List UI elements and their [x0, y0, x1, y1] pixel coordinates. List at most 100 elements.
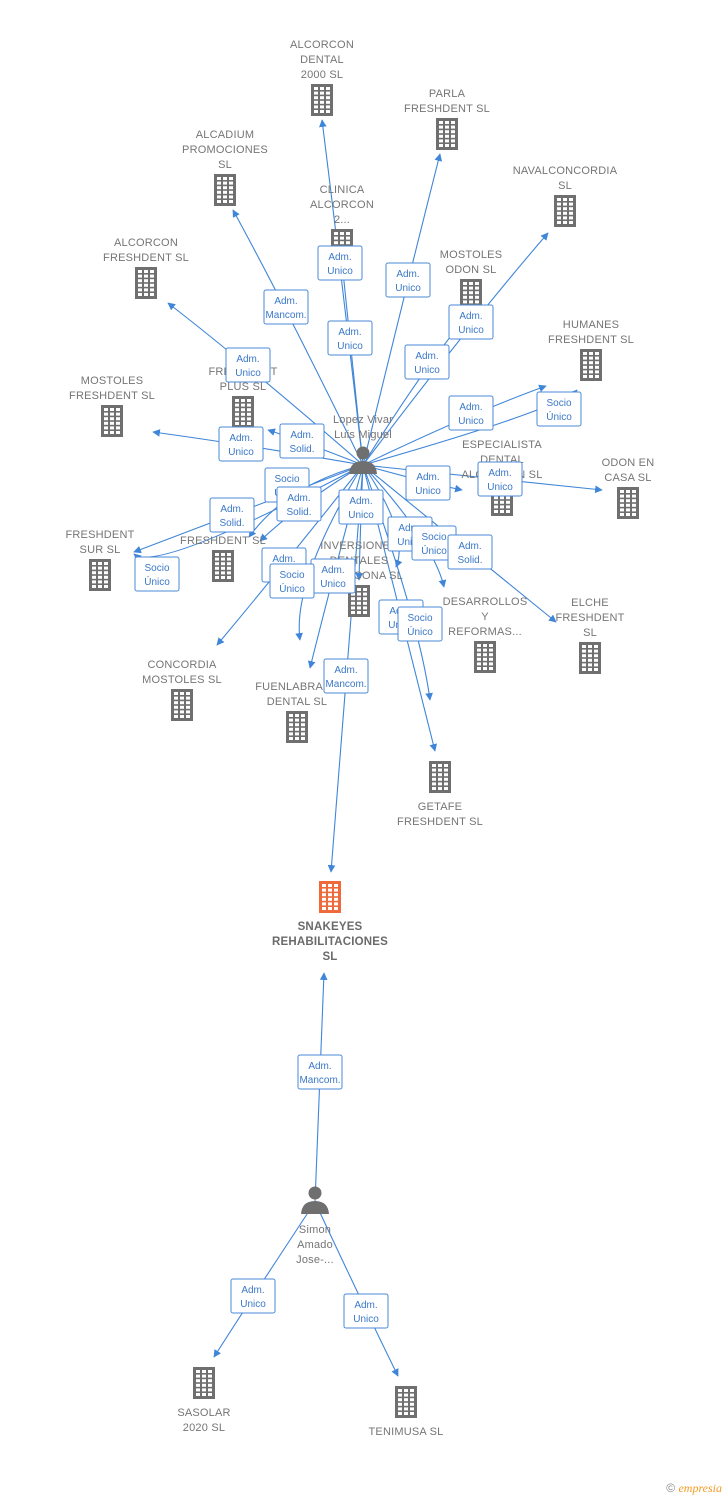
- edge-role-text: Unico: [235, 368, 261, 379]
- edge-role-text: Adm.: [272, 554, 295, 565]
- person-icon: [349, 446, 377, 474]
- edge-role-text: Unico: [240, 1299, 266, 1310]
- node-label: DENTAL: [300, 54, 344, 66]
- edge-role-label[interactable]: Adm.Unico: [404, 344, 450, 380]
- edge-role-label[interactable]: Adm.Solid.: [209, 497, 255, 533]
- edge-role-text: Solid.: [289, 444, 314, 455]
- company-node[interactable]: TENIMUSA SL: [369, 1386, 444, 1438]
- node-label: MOSTOLES: [440, 249, 503, 261]
- edge-role-text: Unico: [228, 447, 254, 458]
- building-icon: [311, 84, 333, 116]
- building-icon: [101, 405, 123, 437]
- edge-role-label[interactable]: Adm.Unico: [317, 245, 363, 281]
- node-label: HUMANES: [563, 319, 619, 331]
- edge-role-text: Adm.: [308, 1061, 331, 1072]
- edge-role-text: Socio: [421, 532, 446, 543]
- edge-role-text: Adm.: [416, 472, 439, 483]
- edge-role-text: Unico: [487, 482, 513, 493]
- node-label: SL: [322, 951, 337, 963]
- building-icon: [135, 267, 157, 299]
- edge-role-text: Solid.: [286, 507, 311, 518]
- edge-role-label[interactable]: Adm.Unico: [477, 461, 523, 497]
- edge-role-text: Adm.: [290, 430, 313, 441]
- node-label: GETAFE: [418, 801, 462, 813]
- node-label: Lopez Vivar: [333, 414, 393, 426]
- edge-role-text: Adm.: [354, 1300, 377, 1311]
- edge-role-label[interactable]: Adm.Solid.: [276, 486, 322, 522]
- building-icon: [579, 642, 601, 674]
- company-node[interactable]: ALCORCON FRESHDENT SL: [103, 237, 189, 299]
- edge-role-label[interactable]: Adm.Unico: [385, 262, 431, 298]
- edge-role-text: Unico: [320, 579, 346, 590]
- edge-role-text: Adm.: [459, 402, 482, 413]
- edge-role-text: Adm.: [338, 327, 361, 338]
- node-label: SUR SL: [80, 544, 121, 556]
- company-node[interactable]: FRESHDENT SL: [180, 535, 266, 582]
- edge-role-label[interactable]: Adm.Mancom.: [297, 1054, 343, 1090]
- edge-role-label[interactable]: Adm.Solid.: [447, 534, 493, 570]
- brand-logo[interactable]: empresia: [678, 1481, 722, 1495]
- company-node[interactable]: CLINICAALCORCON2...: [310, 184, 374, 261]
- edge-role-text: Adm.: [220, 504, 243, 515]
- edge-role-label[interactable]: Adm.Unico: [448, 395, 494, 431]
- node-label: FUENLABRADA: [255, 681, 339, 693]
- edge-role-label[interactable]: Adm.Unico: [327, 320, 373, 356]
- edge-role-label[interactable]: Adm.Mancom.: [263, 289, 309, 325]
- node-label: FRESHDENT SL: [103, 252, 189, 264]
- node-label: SL: [558, 180, 572, 192]
- edge-labels-layer: Adm.UnicoAdm.UnicoAdm.UnicoAdm.Mancom.Ad…: [134, 245, 582, 1329]
- edge-role-text: Unico: [397, 537, 423, 548]
- edge-role-text: Socio: [546, 398, 571, 409]
- company-node[interactable]: DESARROLLOSYREFORMAS...: [443, 596, 528, 673]
- building-icon: [286, 711, 308, 743]
- edge-role-text: Unico: [348, 510, 374, 521]
- edge-role-text: Unico: [458, 325, 484, 336]
- person-node[interactable]: SimonAmadoJose-...: [296, 1186, 334, 1267]
- edge-role-label[interactable]: Adm.Unico: [218, 426, 264, 462]
- node-label: ALCORCON: [114, 237, 178, 249]
- node-label: ELCHE: [571, 597, 609, 609]
- edge-role-label[interactable]: Adm.Unico: [343, 1293, 389, 1329]
- edge-role-text: Único: [546, 410, 572, 423]
- building-icon: [554, 195, 576, 227]
- edge-role-label[interactable]: Adm.Unico: [448, 304, 494, 340]
- edge-role-text: Adm.: [398, 523, 421, 534]
- edge-role-label[interactable]: Adm.Unico: [230, 1278, 276, 1314]
- edge-role-label[interactable]: Adm.Unico: [405, 465, 451, 501]
- edge-role-text: Socio: [274, 474, 299, 485]
- node-label: REHABILITACIONES: [272, 936, 388, 948]
- building-icon: [617, 487, 639, 519]
- edge-role-label[interactable]: Adm.Unico: [338, 489, 384, 525]
- edge-role-label[interactable]: Adm.Unico: [225, 347, 271, 383]
- edge-role-label[interactable]: Adm. Unico: [310, 558, 356, 594]
- node-label: Simon: [299, 1224, 331, 1236]
- edge-role-label[interactable]: Adm. Solid.: [279, 423, 325, 459]
- node-label: ALCADIUM: [196, 129, 254, 141]
- building-icon: [232, 396, 254, 428]
- edge-role-label[interactable]: Adm.Mancom.: [323, 658, 369, 694]
- edge-role-text: Adm.: [321, 565, 344, 576]
- node-label: CLINICA: [320, 184, 365, 196]
- edge-role-text: Socio: [407, 613, 432, 624]
